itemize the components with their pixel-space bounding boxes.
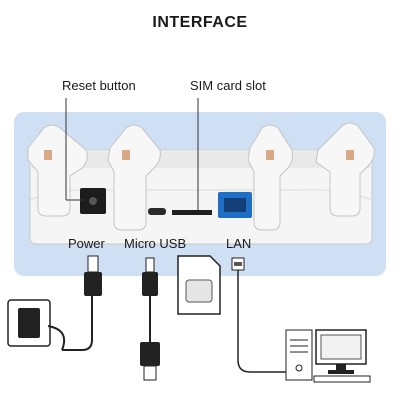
sim-card-slot [172,210,212,215]
power-adapter-icon [7,255,102,351]
micro-usb-port [148,208,166,215]
page-title: INTERFACE [152,14,248,31]
usb-plug-icon [140,257,160,381]
power-jack [80,188,106,214]
power-label: Power [68,236,105,251]
antenna-2 [107,124,161,231]
computer-icon [285,329,371,383]
antenna-1 [27,124,88,217]
antenna-3 [247,124,293,231]
reset-button-callout: Reset button [62,78,136,93]
micro-usb-label: Micro USB [124,236,187,251]
ethernet-plug-icon [231,257,286,373]
lan-label: LAN [226,236,252,251]
sim-card-slot-callout: SIM card slot [190,78,266,93]
antenna-4 [315,122,375,217]
lan-port [218,192,252,218]
sim-card-icon [177,255,221,315]
